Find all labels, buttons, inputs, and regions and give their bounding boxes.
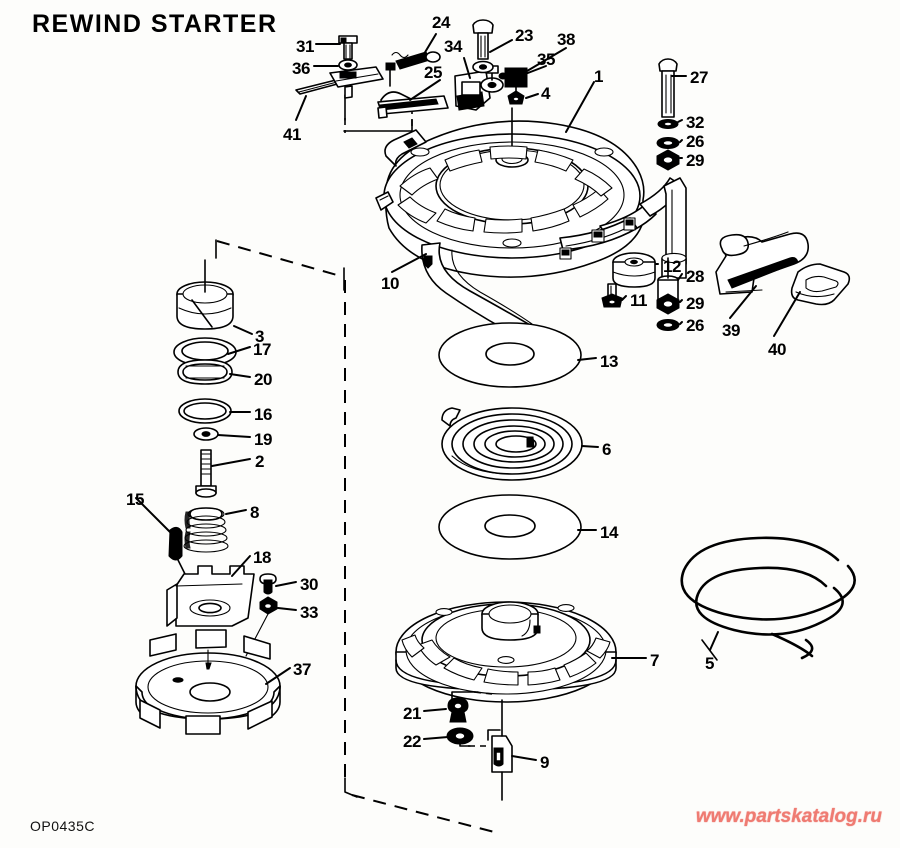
site-watermark: www.partskatalog.ru (695, 806, 882, 827)
assembly-bracket-dashed (215, 239, 499, 834)
callout-20: 20 (254, 370, 272, 389)
callout-37: 37 (293, 660, 311, 679)
part-38-pin-stop (498, 72, 508, 80)
part-2-screw-center (195, 449, 217, 498)
callout-12: 12 (663, 257, 681, 276)
part-21-nut-pulley (447, 697, 469, 723)
callout-32: 32 (686, 113, 704, 132)
part-9-link-bracket (491, 699, 513, 801)
callout-38: 38 (557, 30, 575, 49)
callout-24: 24 (432, 13, 450, 32)
callout-26-top: 26 (686, 132, 704, 151)
callout-6: 6 (602, 440, 611, 459)
callout-8: 8 (250, 503, 259, 522)
callout-25: 25 (424, 63, 442, 82)
diagram-code: OP0435C (30, 818, 95, 834)
part-26-washer-bottom (656, 319, 680, 331)
part-23-bolt-upper (472, 19, 494, 74)
part-29-lock-nut-bottom (656, 293, 680, 315)
part-20-oval-plate (177, 359, 233, 385)
part-29-lock-nut-top (656, 149, 680, 171)
callout-9: 9 (540, 753, 549, 772)
callout-2: 2 (255, 452, 264, 471)
callout-17: 17 (253, 340, 271, 359)
part-26-washer-top (656, 137, 680, 149)
part-13-upper-washer-disc (438, 322, 582, 388)
callout-27: 27 (690, 68, 708, 87)
part-11-shoulder-screw (601, 283, 623, 308)
part-12-spacer-bushing (612, 252, 656, 288)
part-30-screw-pawl (259, 573, 277, 595)
callout-28: 28 (686, 267, 704, 286)
part-17-ring-retainer (173, 337, 237, 367)
callout-4: 4 (541, 84, 550, 103)
part-41-link-rod (295, 66, 384, 99)
part-37-starter-cup (135, 629, 281, 735)
part-10-pin-housing (423, 255, 433, 269)
callout-26-bottom: 26 (686, 316, 704, 335)
part-40-handle-insert (790, 263, 851, 306)
callout-29-top: 29 (686, 151, 704, 170)
callout-36: 36 (292, 59, 310, 78)
part-3-spool-bushing (176, 259, 234, 330)
callout-29-bottom: 29 (686, 294, 704, 313)
part-16-o-ring (178, 398, 232, 424)
part-5-starter-rope (680, 536, 856, 661)
leader-lines (135, 33, 801, 761)
part-19-flat-washer (193, 427, 219, 441)
part-31-bolt-short (338, 35, 358, 60)
callout-14: 14 (600, 523, 618, 542)
part-22-washer-pulley (446, 727, 474, 745)
callout-7: 7 (650, 651, 659, 670)
part-25-lever-arm (377, 91, 449, 119)
callout-16: 16 (254, 405, 272, 424)
part-32-lock-washer (657, 119, 679, 129)
part-6-recoil-spring (441, 407, 583, 481)
part-15-pawl-spring-clip (168, 526, 186, 575)
callout-10: 10 (381, 274, 399, 293)
part-36-washer-link (338, 59, 358, 71)
callout-15: 15 (126, 490, 144, 509)
callout-30: 30 (300, 575, 318, 594)
part-18-pawl-plate (166, 565, 255, 627)
callout-31: 31 (296, 37, 314, 56)
part-14-lower-washer-disc (438, 494, 582, 560)
callout-19: 19 (254, 430, 272, 449)
pulley-hub (481, 601, 541, 641)
callout-39: 39 (722, 321, 740, 340)
callout-1: 1 (594, 67, 603, 86)
part-4-nut-small (507, 90, 525, 105)
callout-33: 33 (300, 603, 318, 622)
callout-22: 22 (403, 732, 421, 751)
callout-41: 41 (283, 125, 301, 144)
callout-5: 5 (705, 654, 714, 673)
part-7-rope-pulley (395, 601, 617, 703)
part-39-starter-handle (715, 231, 810, 295)
part-27-long-bolt (658, 58, 678, 118)
callout-3: 3 (255, 327, 264, 346)
part-8-compression-spring (183, 507, 229, 553)
callout-35: 35 (537, 50, 555, 69)
part-24-spring-link (385, 51, 441, 87)
callout-34: 34 (444, 37, 462, 56)
callout-40: 40 (768, 340, 786, 359)
page-title: REWIND STARTER (32, 10, 278, 38)
callout-18: 18 (253, 548, 271, 567)
callout-23: 23 (515, 26, 533, 45)
callout-11: 11 (630, 291, 647, 310)
callout-21: 21 (403, 704, 421, 723)
callout-13: 13 (600, 352, 618, 371)
